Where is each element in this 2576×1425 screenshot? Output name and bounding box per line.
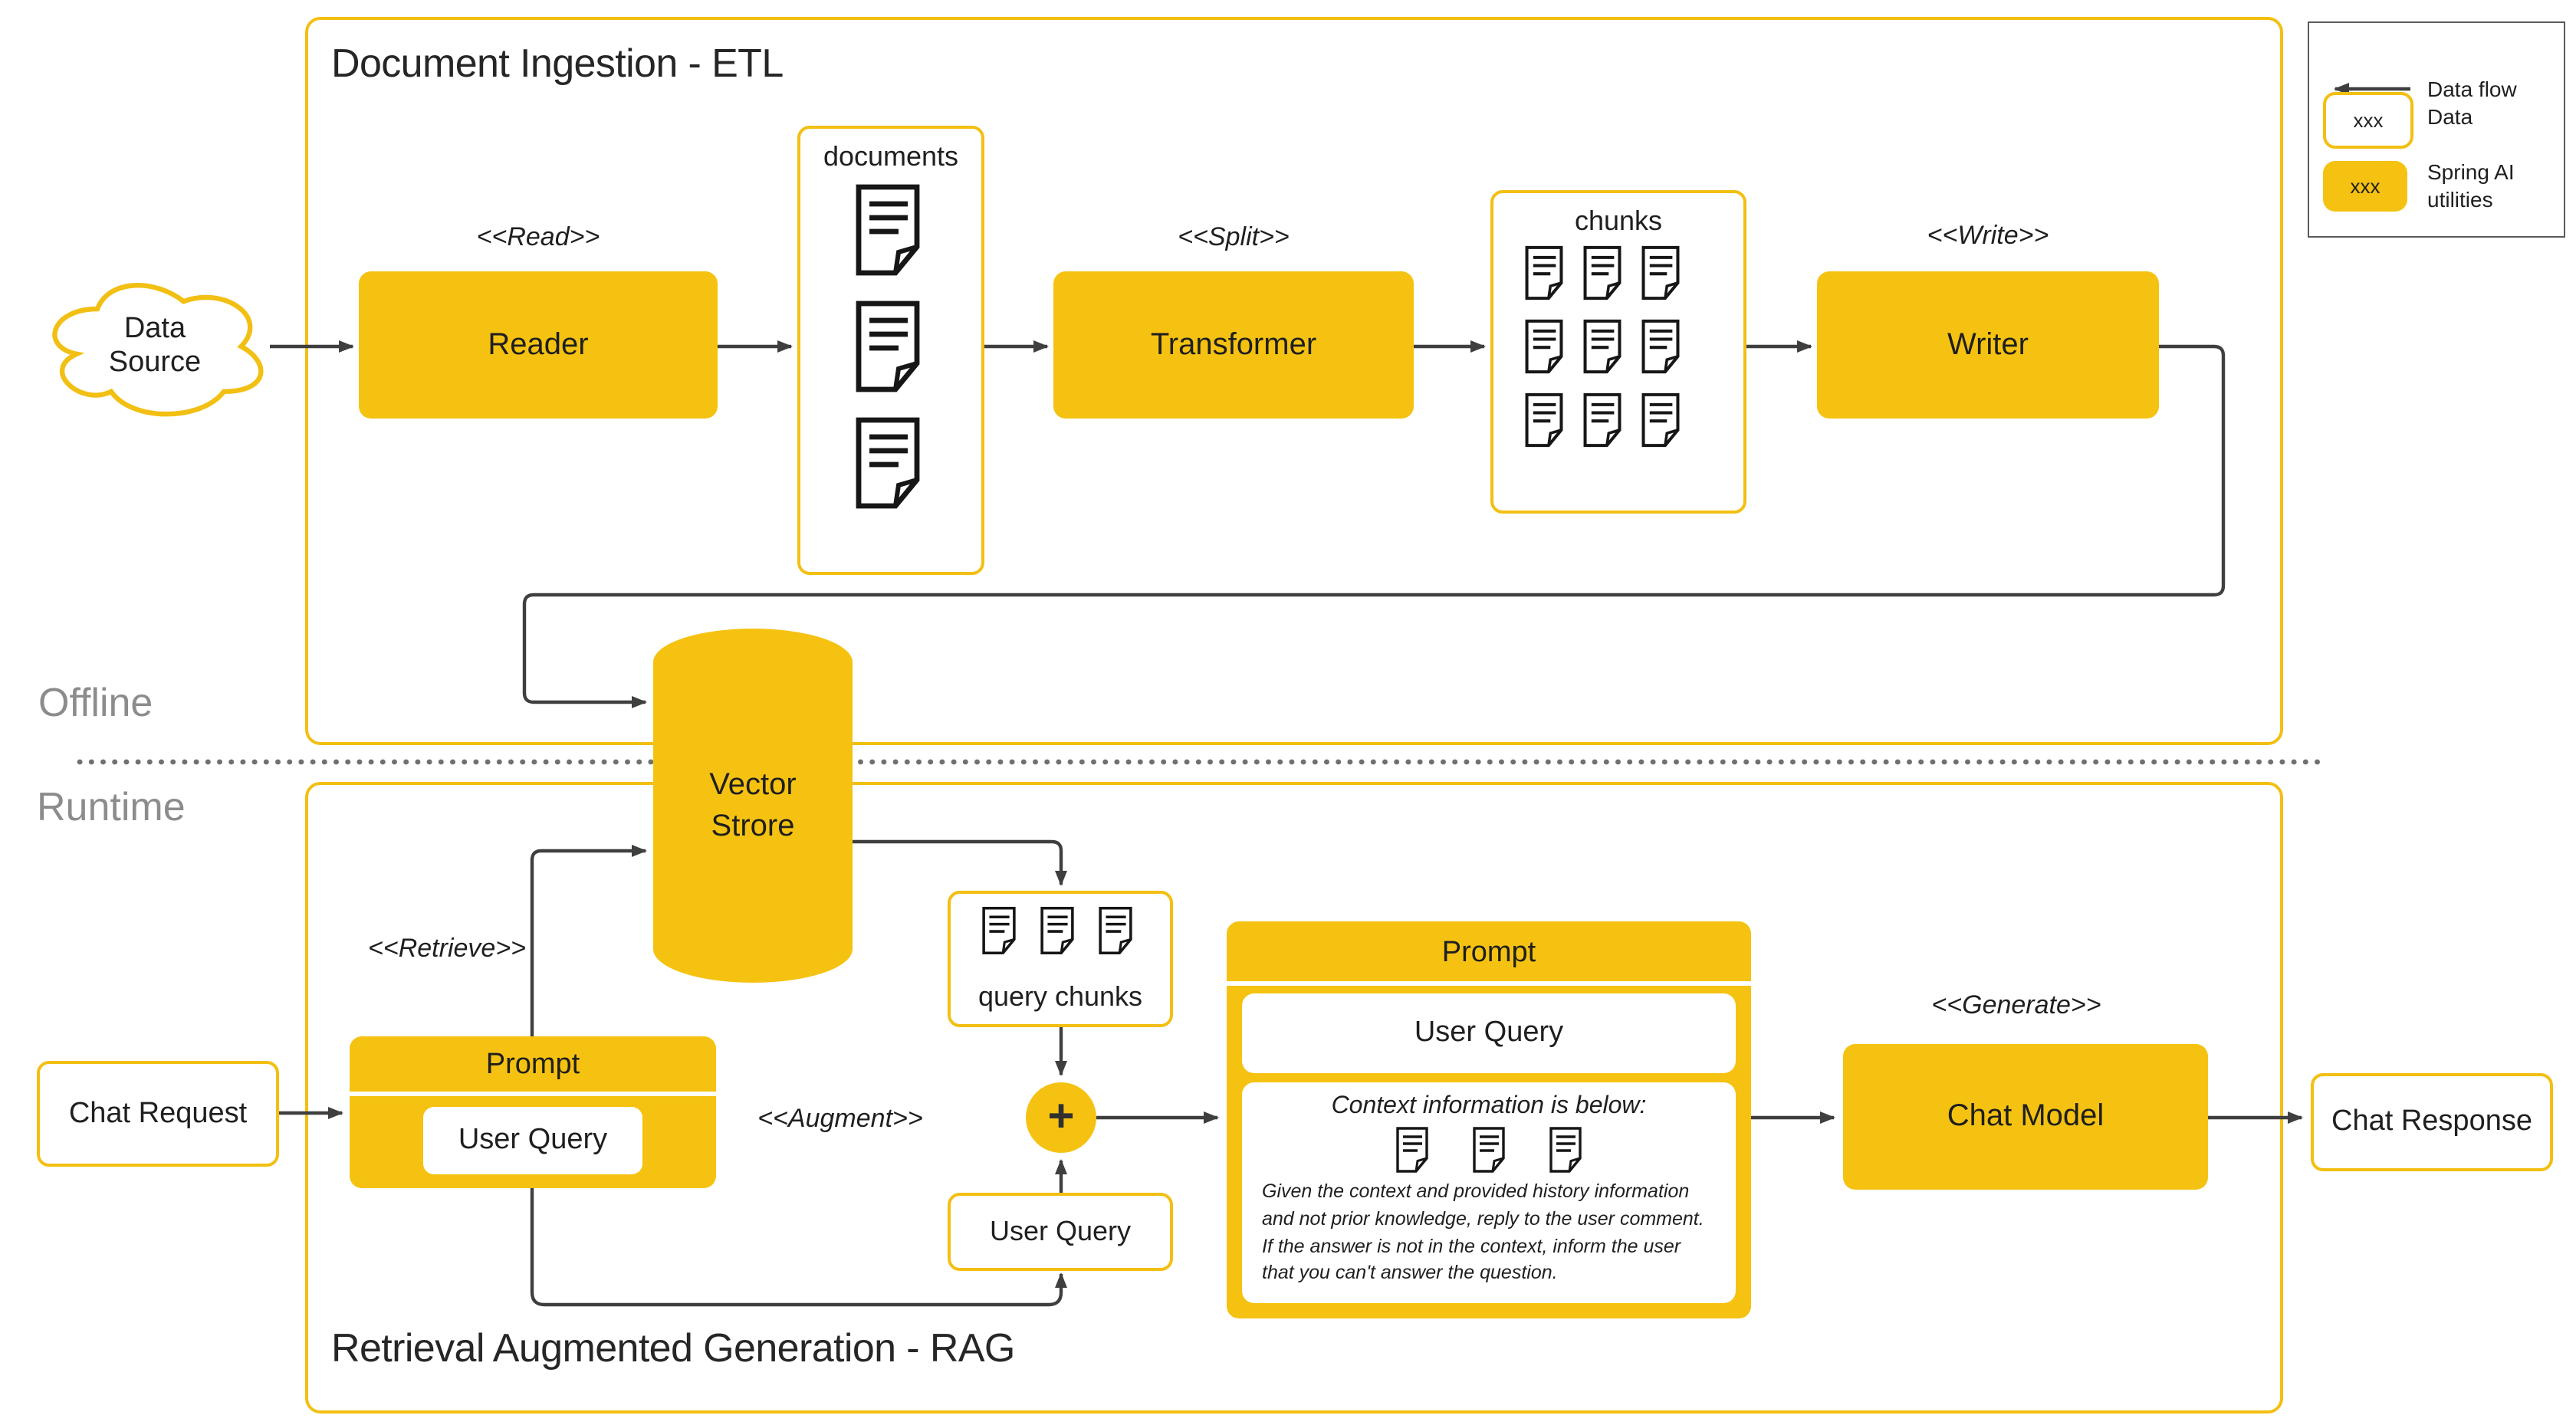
chunks-label: chunks bbox=[1574, 205, 1663, 236]
prompt-small-title: Prompt bbox=[485, 1049, 580, 1081]
arrow-vectorstore-querychunks bbox=[853, 839, 1067, 886]
chunk-document-icon bbox=[1641, 319, 1681, 374]
context-document-icons bbox=[1242, 1127, 1736, 1173]
reader-node: Reader bbox=[359, 271, 718, 419]
context-document-icon bbox=[1395, 1127, 1429, 1173]
runtime-label: Runtime bbox=[37, 783, 186, 829]
data-source-node: Data Source bbox=[40, 271, 270, 422]
user-query-label: User Query bbox=[989, 1216, 1132, 1246]
chunks-icons bbox=[1524, 245, 1708, 448]
legend: Data flow xxx Data xxx Spring AI utiliti… bbox=[2308, 21, 2565, 238]
context-document-icon bbox=[1549, 1127, 1582, 1173]
chunk-document-icon bbox=[1524, 392, 1564, 448]
context-heading: Context information is below: bbox=[1331, 1093, 1647, 1119]
legend-data-sample-box: xxx bbox=[2323, 92, 2413, 149]
documents-icons bbox=[854, 184, 922, 509]
arrow-retrieve-prompt-vectorstore bbox=[530, 845, 647, 1036]
chat-response-node: Chat Response bbox=[2311, 1073, 2553, 1171]
user-query-node: User Query bbox=[948, 1193, 1173, 1271]
prompt-big-separator bbox=[1227, 981, 1751, 985]
legend-spring-sample-box: xxx bbox=[2323, 161, 2407, 212]
transformer-node: Transformer bbox=[1053, 271, 1414, 419]
plus-symbol: + bbox=[1047, 1092, 1075, 1142]
chat-model-node: Chat Model bbox=[1843, 1044, 2208, 1190]
query-chunk-document-icon bbox=[1098, 906, 1133, 955]
data-source-cloud-icon bbox=[52, 283, 264, 417]
rag-section-box bbox=[305, 782, 2283, 1414]
generate-stereotype: <<Generate>> bbox=[1931, 990, 2101, 1019]
chunk-document-icon bbox=[1582, 245, 1622, 300]
query-chunk-document-icon bbox=[1040, 906, 1075, 955]
prompt-big-node: Prompt User Query Context information is… bbox=[1227, 921, 1751, 1318]
query-chunks-label: query chunks bbox=[978, 981, 1143, 1012]
prompt-big-user-query-label: User Query bbox=[1414, 1016, 1564, 1049]
rag-section-title: Retrieval Augmented Generation - RAG bbox=[331, 1325, 1015, 1371]
write-stereotype: <<Write>> bbox=[1927, 221, 2049, 250]
chat-request-node: Chat Request bbox=[37, 1061, 279, 1167]
reader-label: Reader bbox=[488, 327, 589, 361]
chunk-document-icon bbox=[1641, 245, 1681, 300]
prompt-big-title: Prompt bbox=[1441, 937, 1536, 969]
document-icon bbox=[854, 417, 922, 509]
document-icon bbox=[854, 184, 922, 276]
etl-section-box bbox=[305, 17, 2283, 745]
augment-stereotype: <<Augment>> bbox=[757, 1104, 923, 1133]
prompt-instruction-text: Given the context and provided history i… bbox=[1262, 1180, 1704, 1284]
retrieve-stereotype: <<Retrieve>> bbox=[368, 934, 527, 963]
query-chunks-icons bbox=[948, 906, 1167, 955]
prompt-small-user-query-label: User Query bbox=[458, 1124, 608, 1156]
offline-label: Offline bbox=[38, 679, 153, 725]
etl-section-title: Document Ingestion - ETL bbox=[331, 40, 784, 86]
writer-node: Writer bbox=[1817, 271, 2159, 419]
context-document-icon bbox=[1472, 1127, 1506, 1173]
vector-store-node: Vector Strore bbox=[653, 629, 853, 983]
prompt-big-context-box: Context information is below: Given the … bbox=[1242, 1082, 1736, 1303]
chunk-document-icon bbox=[1582, 319, 1622, 374]
chunk-document-icon bbox=[1641, 392, 1681, 448]
augment-plus-icon: + bbox=[1026, 1082, 1096, 1153]
chat-response-label: Chat Response bbox=[2331, 1105, 2532, 1138]
arrow-writer-vectorstore bbox=[522, 344, 2226, 708]
legend-data-label: Data bbox=[2427, 104, 2473, 129]
prompt-small-separator bbox=[350, 1092, 716, 1095]
data-source-label: Data Source bbox=[108, 313, 202, 379]
prompt-big-user-query: User Query bbox=[1242, 993, 1736, 1073]
writer-label: Writer bbox=[1947, 327, 2029, 361]
split-stereotype: <<Split>> bbox=[1178, 222, 1290, 251]
prompt-small-node: Prompt User Query bbox=[350, 1036, 716, 1188]
arrow-prompt-userquery bbox=[530, 1188, 1067, 1307]
vector-store-label: Vector Strore bbox=[709, 767, 797, 842]
transformer-label: Transformer bbox=[1150, 327, 1317, 361]
query-chunk-document-icon bbox=[981, 906, 1017, 955]
chunk-document-icon bbox=[1582, 392, 1622, 448]
document-icon bbox=[854, 300, 922, 392]
documents-label: documents bbox=[823, 141, 959, 172]
chunk-document-icon bbox=[1524, 245, 1564, 300]
chat-model-label: Chat Model bbox=[1947, 1099, 2104, 1133]
chat-request-label: Chat Request bbox=[68, 1097, 248, 1129]
legend-data-flow-label: Data flow bbox=[2427, 77, 2517, 101]
read-stereotype: <<Read>> bbox=[476, 222, 600, 251]
prompt-small-user-query: User Query bbox=[423, 1107, 642, 1174]
chunk-document-icon bbox=[1524, 319, 1564, 374]
legend-spring-label: Spring AI utilities bbox=[2427, 159, 2515, 211]
data-flow-arrow-icon bbox=[2334, 83, 2410, 95]
